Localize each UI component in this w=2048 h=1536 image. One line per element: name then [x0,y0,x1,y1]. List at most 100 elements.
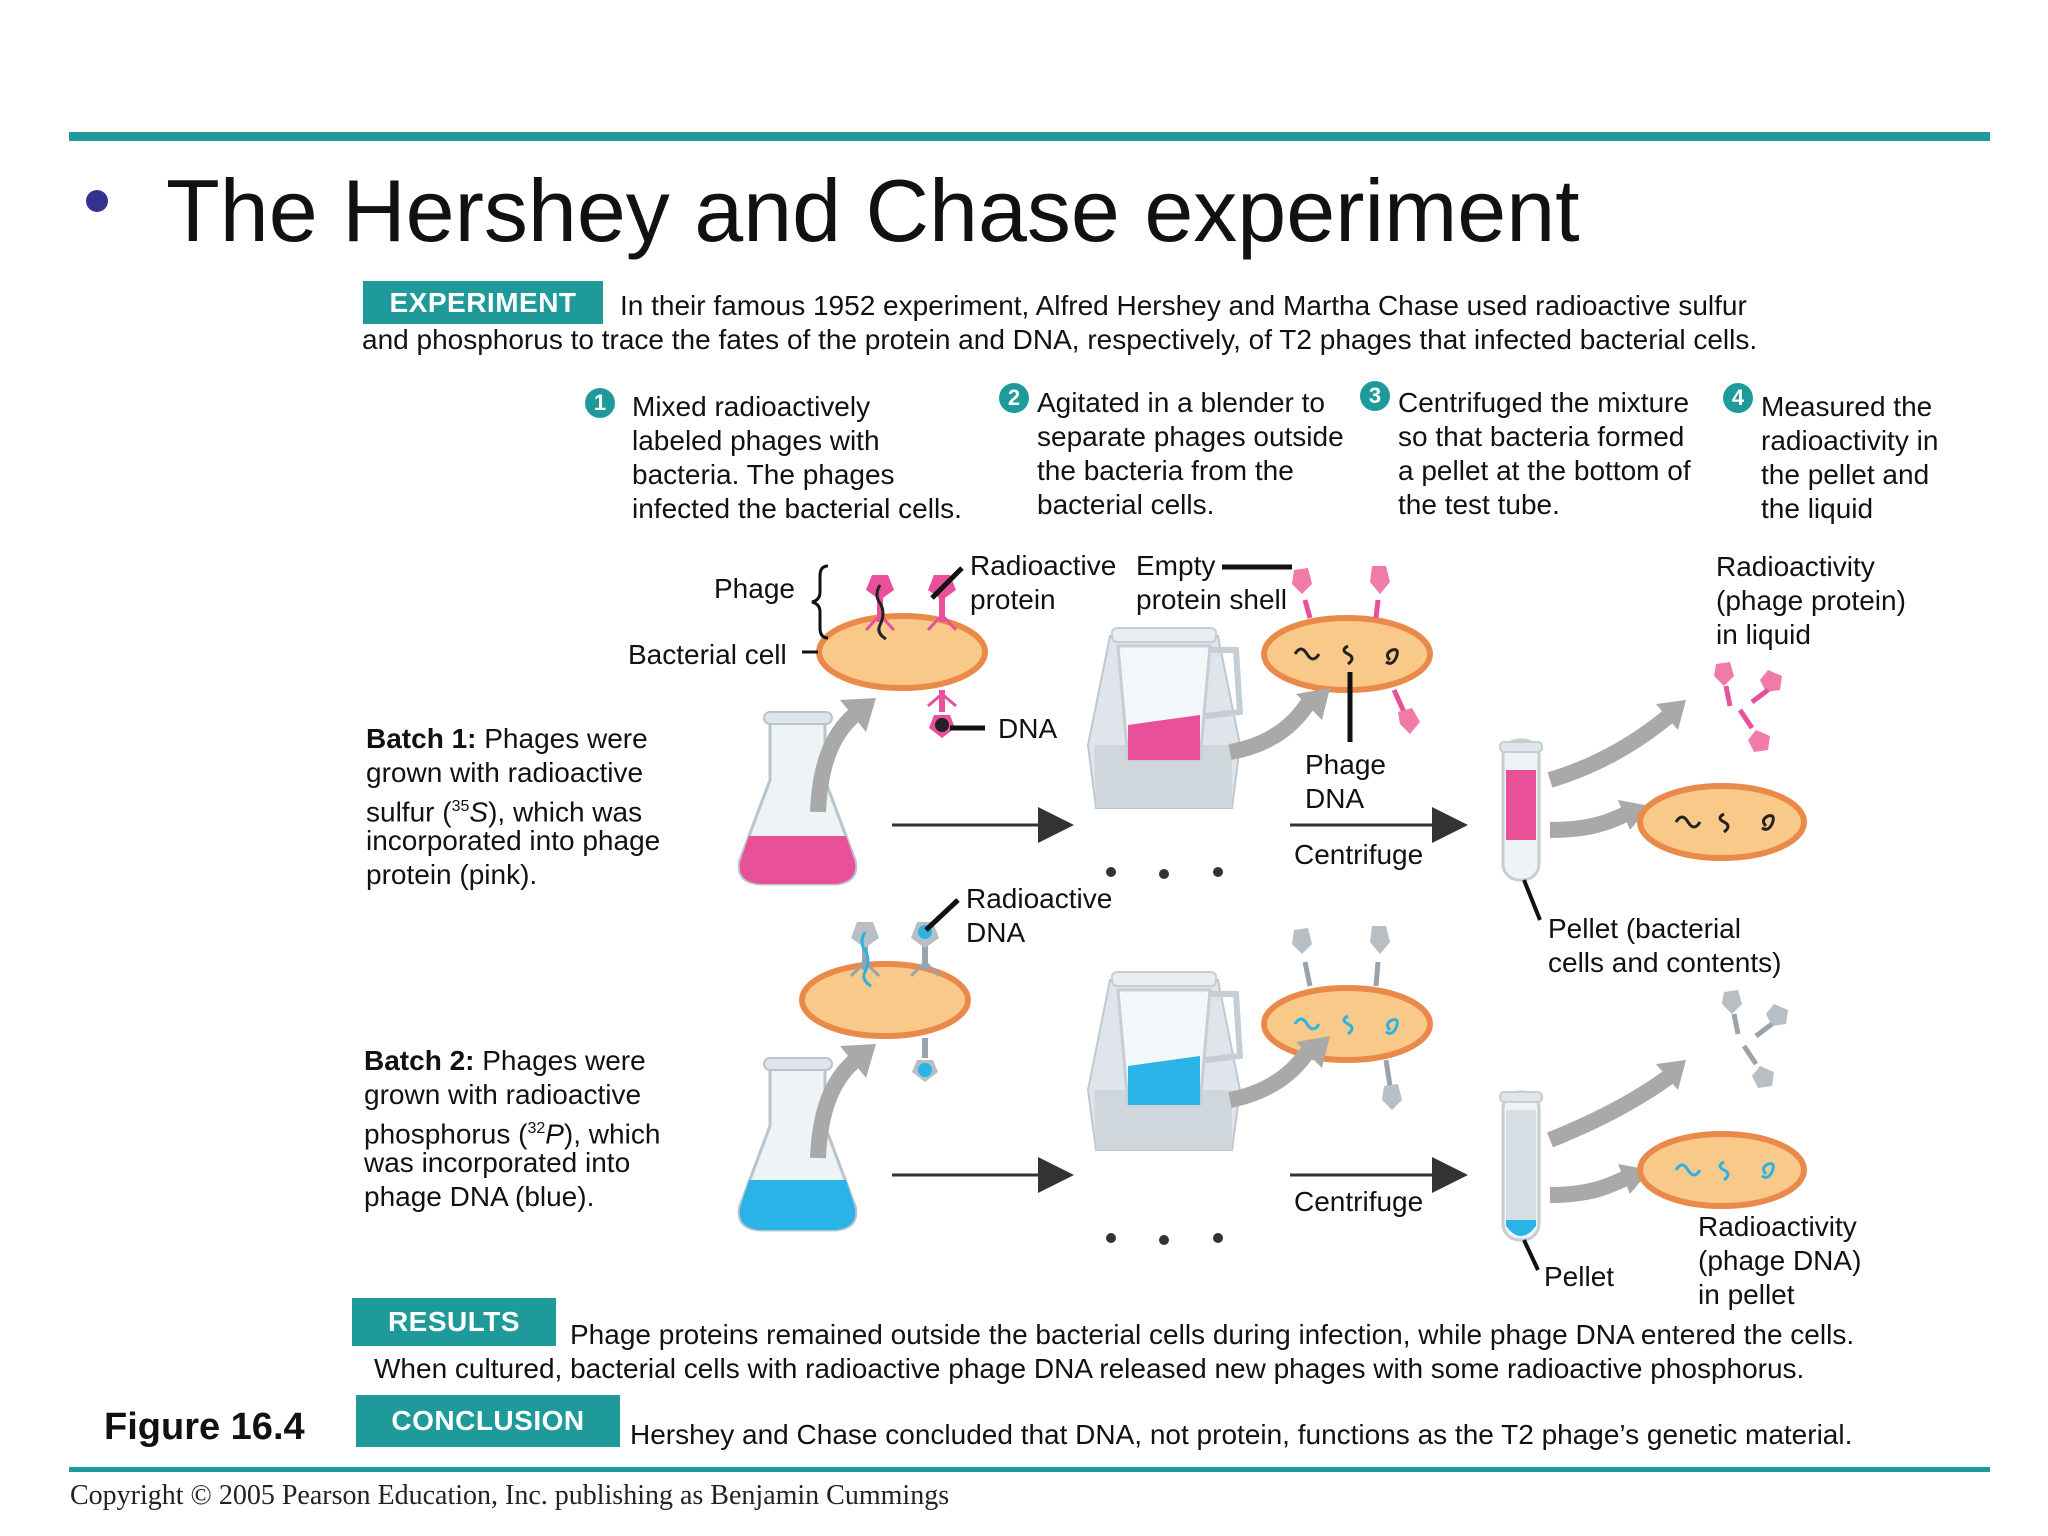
step-3-line: a pellet at the bottom of [1398,455,1691,486]
label-centrifuge-2: Centrifuge [1294,1186,1424,1217]
label-radioactivity-pellet: in pellet [1698,1279,1795,1310]
label-dna: DNA [998,713,1058,744]
experiment-tag: EXPERIMENT [363,281,603,324]
radioactive-dna-pointer [924,898,960,932]
arrow-to-pellet-1-head [1618,800,1650,830]
step-1-line: labeled phages with [632,425,880,456]
label-empty-protein-shell: protein shell [1136,584,1287,615]
step-number-4: 4 [1723,383,1753,413]
label-radioactivity-liquid: (phage protein) [1716,585,1906,616]
label-radioactive-protein: protein [970,584,1056,615]
batch2-text: phosphorus ( [364,1118,528,1150]
infected-cell-batch1 [816,575,988,738]
label-pellet: Pellet [1544,1261,1615,1292]
label-radioactivity-pellet: Radioactivity [1698,1211,1857,1242]
batch1-line: grown with radioactive [366,757,644,788]
slide-title: The Hershey and Chase experiment [166,161,1580,260]
experiment-line-2: and phosphorus to trace the fates of the… [362,324,1758,355]
bottom-rule [69,1467,1990,1472]
radioactive-protein-pointer [930,566,964,600]
label-pellet-bacterial: cells and contents) [1548,947,1782,978]
label-phage-dna: Phage [1305,749,1386,780]
batch2-line: phage DNA (blue). [364,1181,595,1212]
flask-batch1 [737,711,858,886]
batch2-isotope-mass: 32 [527,1120,546,1137]
batch1-text: sulfur ( [366,796,452,828]
batch2-line: phosphorus (32P), which [364,1112,660,1151]
arrow-to-liquid-2-head [1656,1060,1686,1090]
label-radioactive-dna: DNA [966,917,1026,948]
label-phage: Phage [714,573,795,604]
experiment-line-1: In their famous 1952 experiment, Alfred … [620,290,1747,321]
batch2-isotope-symbol: P [545,1118,564,1150]
label-bacterial-cell: Bacterial cell [628,639,787,670]
step-number-2: 2 [999,383,1029,413]
phage-brace [811,564,829,640]
batch1-heading: Batch 1: [366,723,477,754]
label-radioactivity-liquid: Radioactivity [1716,551,1875,582]
step-2-line: separate phages outside [1037,421,1344,452]
batch1-line: protein (pink). [366,859,538,890]
curved-arrow-blender-1 [1228,695,1317,760]
arrow-to-liquid-1 [1547,708,1676,788]
flask-batch2 [737,1057,858,1232]
batch2-text: Phages were [474,1045,646,1076]
batch1-text: Phages were [476,723,648,754]
pellet-cell-batch1 [1637,783,1807,861]
label-empty-protein-shell: Empty [1136,550,1216,581]
top-rule [69,132,1990,141]
batch2-line: grown with radioactive [364,1079,642,1110]
conclusion-text: Hershey and Chase concluded that DNA, no… [630,1419,1853,1450]
test-tube-batch1 [1499,738,1543,882]
curved-arrow-up-2 [810,1051,864,1159]
arrow-to-pellet-2 [1549,1168,1634,1203]
infected-cell-batch2 [799,922,971,1082]
batch1-line: sulfur (35S), which was [366,790,642,829]
copyright: Copyright © 2005 Pearson Education, Inc.… [70,1480,950,1511]
batch1-text: ), which was [488,796,643,828]
step-1-line: Mixed radioactively [632,391,871,422]
label-radioactive-protein: Radioactive [970,550,1117,581]
curved-arrow-up-1 [810,705,864,813]
free-shells-batch2 [1722,990,1788,1088]
batch1-isotope-mass: 35 [451,798,470,815]
step-4-line: the pellet and [1761,459,1930,490]
arrow-to-liquid-2 [1547,1069,1675,1148]
label-phage-dna: DNA [1305,783,1365,814]
pellet-pointer-2 [1522,1239,1540,1271]
pellet-cell-batch2 [1637,1131,1807,1209]
step-number-3: 3 [1360,381,1390,411]
label-radioactive-dna: Radioactive [966,883,1113,914]
label-centrifuge-1: Centrifuge [1294,839,1424,870]
test-tube-batch2 [1499,1090,1543,1242]
conclusion-tag: CONCLUSION [356,1395,620,1447]
step-2-line: bacterial cells. [1037,489,1215,520]
curved-arrow-up-1-head [840,698,876,732]
arrow-to-liquid-1-head [1656,700,1686,730]
results-line-1: Phage proteins remained outside the bact… [570,1319,1855,1350]
bullet-icon [86,190,108,212]
step-3-line: the test tube. [1398,489,1560,520]
arrow-to-pellet-1 [1549,804,1634,838]
curved-arrow-blender-2-head [1296,1036,1330,1068]
step-number-1: 1 [585,388,615,418]
label-radioactivity-pellet: (phage DNA) [1698,1245,1862,1276]
step-1-line: infected the bacterial cells. [632,493,962,524]
batch2-text: ), which [563,1118,661,1150]
batch2-heading: Batch 2: [364,1045,475,1076]
step-4-line: radioactivity in [1761,425,1939,456]
label-radioactivity-liquid: in liquid [1716,619,1811,650]
batch1-line: Batch 1: Phages were [366,722,648,756]
batch2-line: was incorporated into [364,1147,631,1178]
batch1-isotope-symbol: S [469,796,489,828]
results-line-2: When cultured, bacterial cells with radi… [374,1353,1805,1384]
step-3-line: Centrifuged the mixture [1398,387,1690,418]
results-tag: RESULTS [352,1298,556,1346]
free-shells-batch1 [1714,662,1782,752]
curved-arrow-up-2-head [840,1044,876,1078]
step-1-line: bacteria. The phages [632,459,895,490]
batch1-line: incorporated into phage [366,825,661,856]
step-2-line: Agitated in a blender to [1037,387,1325,418]
pellet-pointer-1 [1522,879,1542,921]
